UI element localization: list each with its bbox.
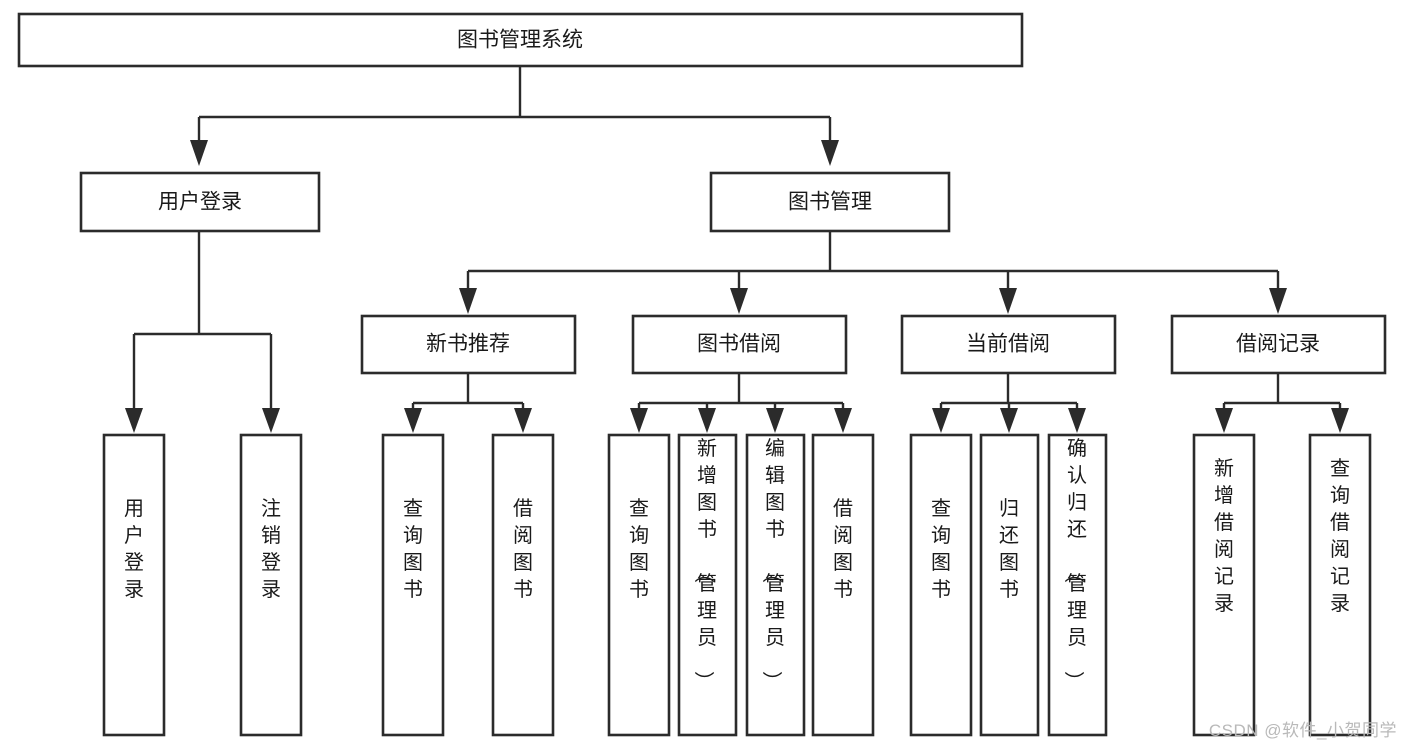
leaf-user-login-1-label: 用户登录 — [124, 498, 144, 601]
arrow-currentborrow — [999, 288, 1017, 314]
leaf-current-borrow-2-box[interactable] — [979, 433, 1040, 737]
arrow-borrowrecord-leaf-1 — [1215, 408, 1233, 433]
arrow-bookborrow-leaf-2 — [698, 408, 716, 433]
arrow-to-user-login — [190, 140, 208, 166]
arrow-newbook — [459, 288, 477, 314]
node-new-book-recommend[interactable]: 新书推荐 — [360, 314, 577, 375]
leaf-book-borrow-4-label: 借阅图书 — [833, 497, 853, 601]
arrow-borrowrecord-leaf-2 — [1331, 408, 1349, 433]
arrow-currentborrow-leaf-2 — [1000, 408, 1018, 433]
arrow-borrowrecord — [1269, 288, 1287, 314]
leaf-book-borrow-1-box[interactable] — [607, 433, 671, 737]
leaf-borrow-record-1[interactable]: 新增借阅记录 — [1192, 433, 1256, 737]
node-book-manage[interactable]: 图书管理 — [709, 171, 951, 233]
node-borrow-record-box[interactable] — [1170, 314, 1387, 375]
leaf-current-borrow-2[interactable]: 归还图书 — [979, 433, 1040, 737]
leaf-borrow-record-2[interactable]: 查询借阅记录 — [1308, 433, 1372, 737]
node-new-book-recommend-box[interactable] — [360, 314, 577, 375]
arrow-currentborrow-leaf-3 — [1068, 408, 1086, 433]
arrow-newbook-leaf-1 — [404, 408, 422, 433]
node-user-login[interactable]: 用户登录 — [79, 171, 321, 233]
arrow-bookborrow-leaf-4 — [834, 408, 852, 433]
node-book-manage-box[interactable] — [709, 171, 951, 233]
node-user-login-box[interactable] — [79, 171, 321, 233]
leaf-new-book-2-label: 借阅图书 — [513, 497, 533, 601]
leaf-new-book-2-box[interactable] — [491, 433, 555, 737]
leaf-book-borrow-4[interactable]: 借阅图书 — [811, 433, 875, 737]
leaf-current-borrow-3-box[interactable] — [1047, 433, 1108, 737]
connector-layer — [125, 66, 1349, 433]
leaf-book-borrow-1-label: 查询图书 — [629, 497, 649, 601]
node-current-borrow-label: 当前借阅 — [966, 333, 1050, 356]
node-root[interactable]: 图书管理系统 — [17, 12, 1024, 68]
leaf-borrow-record-2-box[interactable] — [1308, 433, 1372, 737]
leaf-borrow-record-1-box[interactable] — [1192, 433, 1256, 737]
arrow-to-book-manage — [821, 140, 839, 166]
leaf-new-book-1[interactable]: 查询图书 — [381, 433, 445, 737]
leaf-current-borrow-1[interactable]: 查询图书 — [909, 433, 973, 737]
node-current-borrow-box[interactable] — [900, 314, 1117, 375]
leaf-user-login-2-label: 注销登录 — [261, 497, 281, 601]
leaf-current-borrow-1-label: 查询图书 — [931, 497, 951, 601]
node-new-book-recommend-label: 新书推荐 — [426, 333, 510, 356]
arrow-currentborrow-leaf-1 — [932, 408, 950, 433]
leaf-current-borrow-1-box[interactable] — [909, 433, 973, 737]
arrow-bookborrow-leaf-3 — [766, 408, 784, 433]
leaf-book-borrow-3-box[interactable] — [745, 433, 806, 737]
arrow-userlogin-leaf-1 — [125, 408, 143, 433]
leaf-user-login-2-box[interactable] — [239, 433, 303, 737]
leaf-user-login-2[interactable]: 注销登录 — [239, 433, 303, 737]
leaf-book-borrow-3-label: 编辑图书（管理员） — [760, 437, 785, 691]
csdn-watermark: CSDN @软件_小贺同学 — [1208, 721, 1397, 740]
leaf-current-borrow-2-label: 归还图书 — [999, 497, 1019, 601]
node-book-manage-label: 图书管理 — [788, 191, 872, 214]
arrow-bookborrow — [730, 288, 748, 314]
node-root-box[interactable] — [17, 12, 1024, 68]
node-user-login-label: 用户登录 — [158, 191, 242, 214]
leaf-current-borrow-3[interactable]: 确认归还（管理员） — [1047, 433, 1108, 737]
arrow-newbook-leaf-2 — [514, 408, 532, 433]
leaf-borrow-record-1-label: 新增借阅记录 — [1214, 457, 1234, 615]
leaf-book-borrow-4-box[interactable] — [811, 433, 875, 737]
node-book-borrow[interactable]: 图书借阅 — [631, 314, 848, 375]
leaf-book-borrow-3[interactable]: 编辑图书（管理员） — [745, 433, 806, 737]
node-current-borrow[interactable]: 当前借阅 — [900, 314, 1117, 375]
arrow-bookborrow-leaf-1 — [630, 408, 648, 433]
leaf-new-book-2[interactable]: 借阅图书 — [491, 433, 555, 737]
leaf-borrow-record-2-label: 查询借阅记录 — [1330, 457, 1350, 615]
leaf-user-login-1[interactable]: 用户登录 — [102, 433, 166, 737]
node-book-borrow-label: 图书借阅 — [697, 333, 781, 356]
leaf-new-book-1-box[interactable] — [381, 433, 445, 737]
leaf-book-borrow-1[interactable]: 查询图书 — [607, 433, 671, 737]
node-book-borrow-box[interactable] — [631, 314, 848, 375]
leaf-new-book-1-label: 查询图书 — [403, 497, 423, 601]
node-borrow-record-label: 借阅记录 — [1236, 333, 1320, 356]
leaf-book-borrow-2-box[interactable] — [677, 433, 738, 737]
arrow-userlogin-leaf-2 — [262, 408, 280, 433]
node-borrow-record[interactable]: 借阅记录 — [1170, 314, 1387, 375]
leaf-book-borrow-2-label: 新增图书（管理员） — [692, 437, 717, 691]
leaf-user-login-1-box[interactable] — [102, 433, 166, 737]
node-root-label: 图书管理系统 — [457, 29, 583, 52]
leaf-current-borrow-3-label: 确认归还（管理员） — [1062, 437, 1087, 691]
leaf-book-borrow-2[interactable]: 新增图书（管理员） — [677, 433, 738, 737]
